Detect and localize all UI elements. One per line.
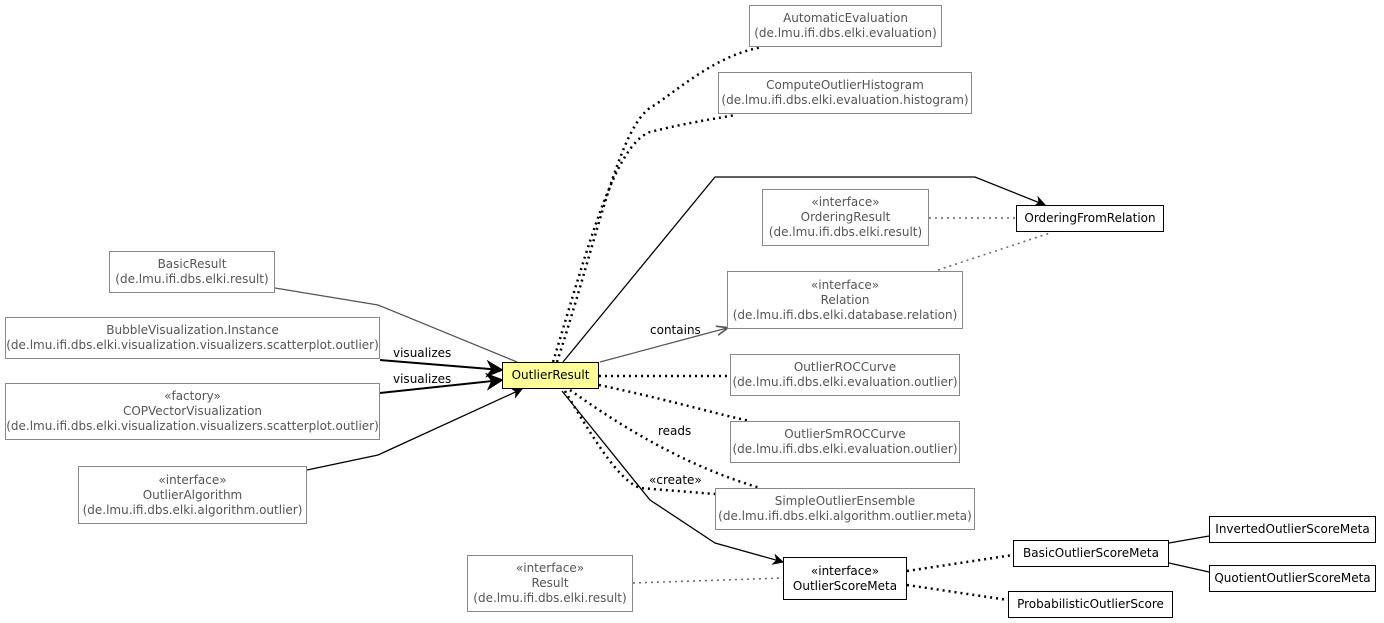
edge-outlierresult-relation — [599, 328, 727, 363]
node-package: (de.lmu.ifi.dbs.elki.database.relation) — [732, 307, 958, 322]
node-outlier-roc-curve[interactable]: OutlierROCCurve (de.lmu.ifi.dbs.elki.eva… — [730, 354, 960, 396]
node-package: (de.lmu.ifi.dbs.elki.evaluation.outlier) — [732, 375, 958, 389]
edge-label-visualizes: visualizes — [393, 372, 452, 386]
node-bubble-visualization-instance[interactable]: BubbleVisualization.Instance (de.lmu.ifi… — [5, 317, 380, 359]
node-name: OrderingFromRelation — [1024, 211, 1156, 225]
edge-outlierresult-outlierscoremeta — [561, 390, 785, 565]
node-name: COPVectorVisualization — [122, 404, 263, 418]
node-name: Result — [531, 576, 569, 590]
node-package: (de.lmu.ifi.dbs.elki.evaluation.histogra… — [721, 93, 969, 107]
node-name: Relation — [820, 292, 870, 307]
node-name: AutomaticEvaluation — [783, 11, 908, 25]
node-name: BasicResult — [157, 257, 227, 271]
node-name: ProbabilisticOutlierScore — [1017, 597, 1164, 611]
edge-relation-orderingfromrelation — [937, 232, 1051, 271]
node-package: (de.lmu.ifi.dbs.elki.visualization.visua… — [6, 338, 379, 352]
node-name: ComputeOutlierHistogram — [766, 78, 924, 92]
node-outlier-score-meta[interactable]: «interface» OutlierScoreMeta — [783, 557, 907, 600]
node-name: OutlierResult — [511, 368, 590, 382]
edge-outlierresult-computeoutlierhistogram — [551, 113, 736, 363]
node-package: (de.lmu.ifi.dbs.elki.visualization.visua… — [6, 419, 379, 433]
node-outlier-algorithm[interactable]: «interface» OutlierAlgorithm (de.lmu.ifi… — [78, 466, 307, 524]
node-package: (de.lmu.ifi.dbs.elki.evaluation.outlier) — [732, 442, 958, 456]
edge-outlieralgorithm-outlierresult — [306, 388, 524, 471]
node-outlier-smroc-curve[interactable]: OutlierSmROCCurve (de.lmu.ifi.dbs.elki.e… — [730, 421, 960, 463]
node-package: (de.lmu.ifi.dbs.elki.result) — [473, 591, 627, 605]
edge-outlierscoremeta-basicoutlierscoremeta — [906, 553, 1014, 573]
edge-label-visualizes: visualizes — [393, 346, 452, 360]
node-name: InvertedOutlierScoreMeta — [1215, 522, 1370, 536]
node-ordering-from-relation[interactable]: OrderingFromRelation — [1016, 205, 1164, 232]
edge-basic-quotient — [1168, 562, 1210, 573]
node-package: (de.lmu.ifi.dbs.elki.result) — [768, 225, 923, 239]
node-basic-outlier-score-meta[interactable]: BasicOutlierScoreMeta — [1013, 540, 1169, 567]
edge-label-reads: reads — [658, 424, 692, 438]
node-name: BasicOutlierScoreMeta — [1023, 546, 1159, 560]
edge-outlierresult-simpleoutlierensemble-reads — [569, 388, 761, 490]
node-package: (de.lmu.ifi.dbs.elki.result) — [115, 272, 269, 286]
edge-outlierresult-orderingfromrelation — [562, 176, 1047, 363]
node-relation[interactable]: «interface» Relation (de.lmu.ifi.dbs.elk… — [727, 271, 963, 329]
node-stereotype: «interface» — [158, 472, 227, 487]
node-stereotype: «interface» — [515, 561, 585, 575]
edge-result-outlierscoremeta — [632, 577, 784, 584]
node-probabilistic-outlier-score[interactable]: ProbabilisticOutlierScore — [1008, 591, 1173, 618]
edge-outlierresult-simpleoutlierensemble-create — [563, 390, 716, 496]
node-name: OutlierROCCurve — [793, 360, 897, 374]
node-name: OutlierAlgorithm — [142, 487, 243, 502]
node-automatic-evaluation[interactable]: AutomaticEvaluation (de.lmu.ifi.dbs.elki… — [749, 5, 942, 47]
node-cop-vector-visualization[interactable]: «factory» COPVectorVisualization (de.lmu… — [5, 383, 380, 440]
node-stereotype: «interface» — [811, 195, 880, 209]
edge-basic-inverted — [1168, 535, 1210, 544]
edge-label-contains: contains — [650, 323, 701, 337]
node-name: OutlierScoreMeta — [792, 578, 898, 593]
node-ordering-result[interactable]: «interface» OrderingResult (de.lmu.ifi.d… — [762, 189, 929, 246]
node-name: SimpleOutlierEnsemble — [774, 494, 916, 508]
node-basic-result[interactable]: BasicResult (de.lmu.ifi.dbs.elki.result) — [109, 251, 275, 293]
edge-outlierscoremeta-probabilisticoutlierscore — [906, 583, 1009, 602]
node-package: (de.lmu.ifi.dbs.elki.evaluation) — [754, 26, 937, 40]
edge-outlierresult-outliersmroccurve — [598, 383, 751, 423]
node-outlier-result[interactable]: OutlierResult — [502, 362, 599, 389]
node-stereotype: «interface» — [810, 277, 880, 292]
node-inverted-outlier-score-meta[interactable]: InvertedOutlierScoreMeta — [1209, 516, 1376, 543]
node-package: (de.lmu.ifi.dbs.elki.algorithm.outlier.m… — [718, 509, 972, 523]
edge-copvector-outlierresult — [379, 372, 504, 394]
node-name: BubbleVisualization.Instance — [106, 323, 279, 337]
edge-label-create: «create» — [649, 473, 702, 487]
node-name: OrderingResult — [800, 210, 891, 224]
node-simple-outlier-ensemble[interactable]: SimpleOutlierEnsemble (de.lmu.ifi.dbs.el… — [715, 488, 975, 530]
edge-basicresult-outlierresult — [274, 287, 518, 363]
node-package: (de.lmu.ifi.dbs.elki.algorithm.outlier) — [82, 502, 303, 517]
node-result[interactable]: «interface» Result (de.lmu.ifi.dbs.elki.… — [467, 555, 633, 612]
node-quotient-outlier-score-meta[interactable]: QuotientOutlierScoreMeta — [1209, 565, 1376, 592]
node-name: QuotientOutlierScoreMeta — [1214, 571, 1371, 585]
edge-bubble-outlierresult — [379, 359, 504, 378]
edge-outlierresult-automaticevaluation — [555, 45, 763, 363]
node-stereotype: «factory» — [164, 389, 221, 403]
node-compute-outlier-histogram[interactable]: ComputeOutlierHistogram (de.lmu.ifi.dbs.… — [718, 72, 972, 114]
node-name: OutlierSmROCCurve — [784, 427, 906, 441]
node-stereotype: «interface» — [810, 563, 880, 578]
